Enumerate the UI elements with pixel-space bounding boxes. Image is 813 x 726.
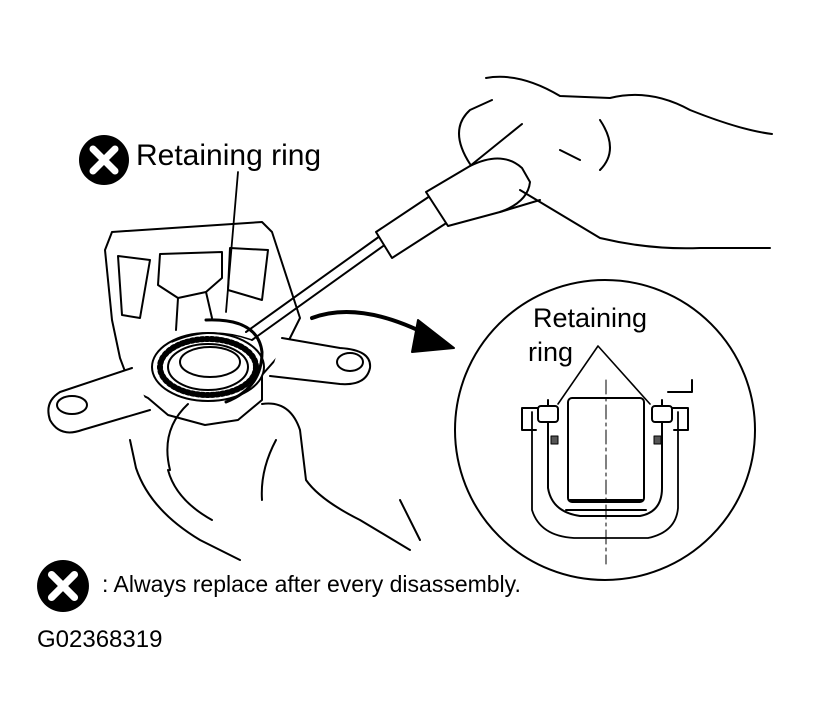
curved-arrow <box>310 310 455 353</box>
retaining-ring <box>204 318 264 404</box>
inset-label-line-2: ring <box>528 337 574 367</box>
figure-code: G02368319 <box>37 626 163 653</box>
upper-hand <box>458 75 773 250</box>
lower-hands <box>129 402 421 561</box>
inset-detail <box>454 279 756 581</box>
retaining-ring-label: Retaining ring <box>136 139 322 172</box>
legend-text: : Always replace after every disassembly… <box>102 571 521 597</box>
screwdriver <box>245 123 541 341</box>
piston-seal-assembly <box>151 332 265 402</box>
inset-label-line-1: Retaining <box>533 303 648 333</box>
x-circle-icon <box>79 135 129 185</box>
main-label-leader <box>225 171 239 313</box>
x-circle-icon <box>37 560 89 612</box>
